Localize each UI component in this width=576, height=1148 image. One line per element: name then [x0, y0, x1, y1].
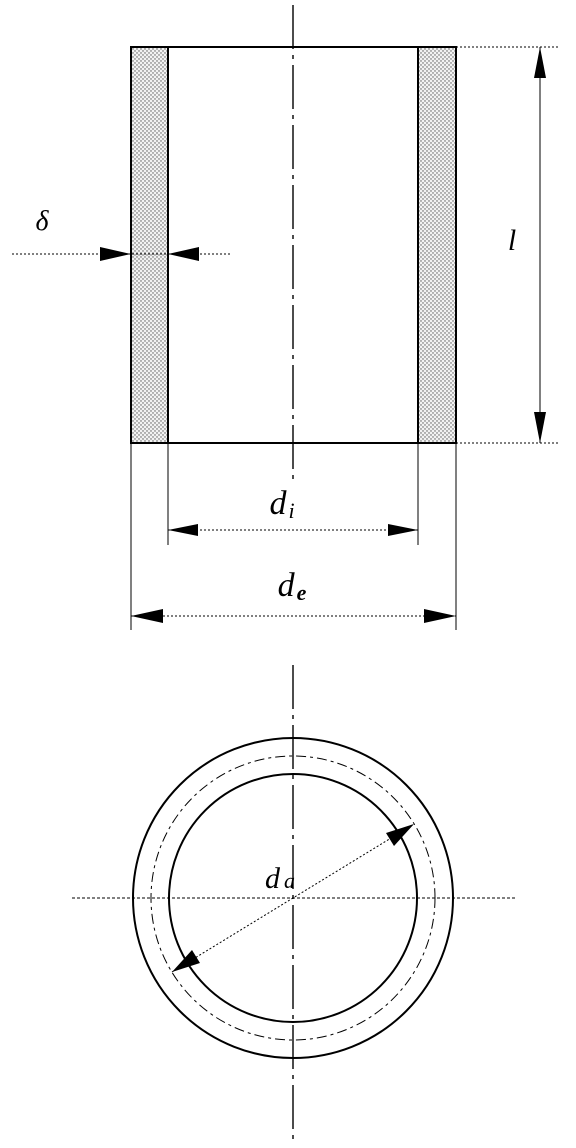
mean-diameter-circle [150, 755, 436, 1041]
side-view: l δ di de [12, 5, 560, 630]
mean-diameter-subscript: a [284, 868, 295, 893]
left-wall-section [130, 46, 169, 444]
mean-diameter-symbol: d [265, 862, 281, 895]
thickness-arrow-left [100, 247, 131, 261]
thickness-label: δ [35, 206, 49, 237]
thickness-arrow-right [168, 247, 199, 261]
outer-diameter-subscript: e [297, 580, 307, 605]
inner-diameter-arrow-right [388, 524, 418, 536]
right-wall-section [417, 46, 457, 444]
inner-diameter-label: di [269, 485, 294, 523]
inner-diameter-symbol: d [269, 485, 287, 522]
inner-circle [168, 773, 418, 1023]
outer-circle [132, 737, 454, 1059]
outer-diameter-symbol: d [278, 567, 296, 604]
outer-diameter-arrow-right [424, 609, 456, 623]
inner-diameter-arrow-left [168, 524, 198, 536]
length-arrow-bottom [534, 412, 546, 443]
length-arrow-top [534, 47, 546, 78]
outer-diameter-label: de [278, 567, 307, 605]
length-label: l [508, 224, 516, 257]
mean-diameter-dimension-line [171, 823, 415, 973]
inner-diameter-subscript: i [288, 498, 294, 523]
outer-diameter-arrow-left [131, 609, 163, 623]
mean-diameter-arrow-upper [386, 824, 414, 846]
mean-diameter-arrow-lower [172, 950, 200, 972]
